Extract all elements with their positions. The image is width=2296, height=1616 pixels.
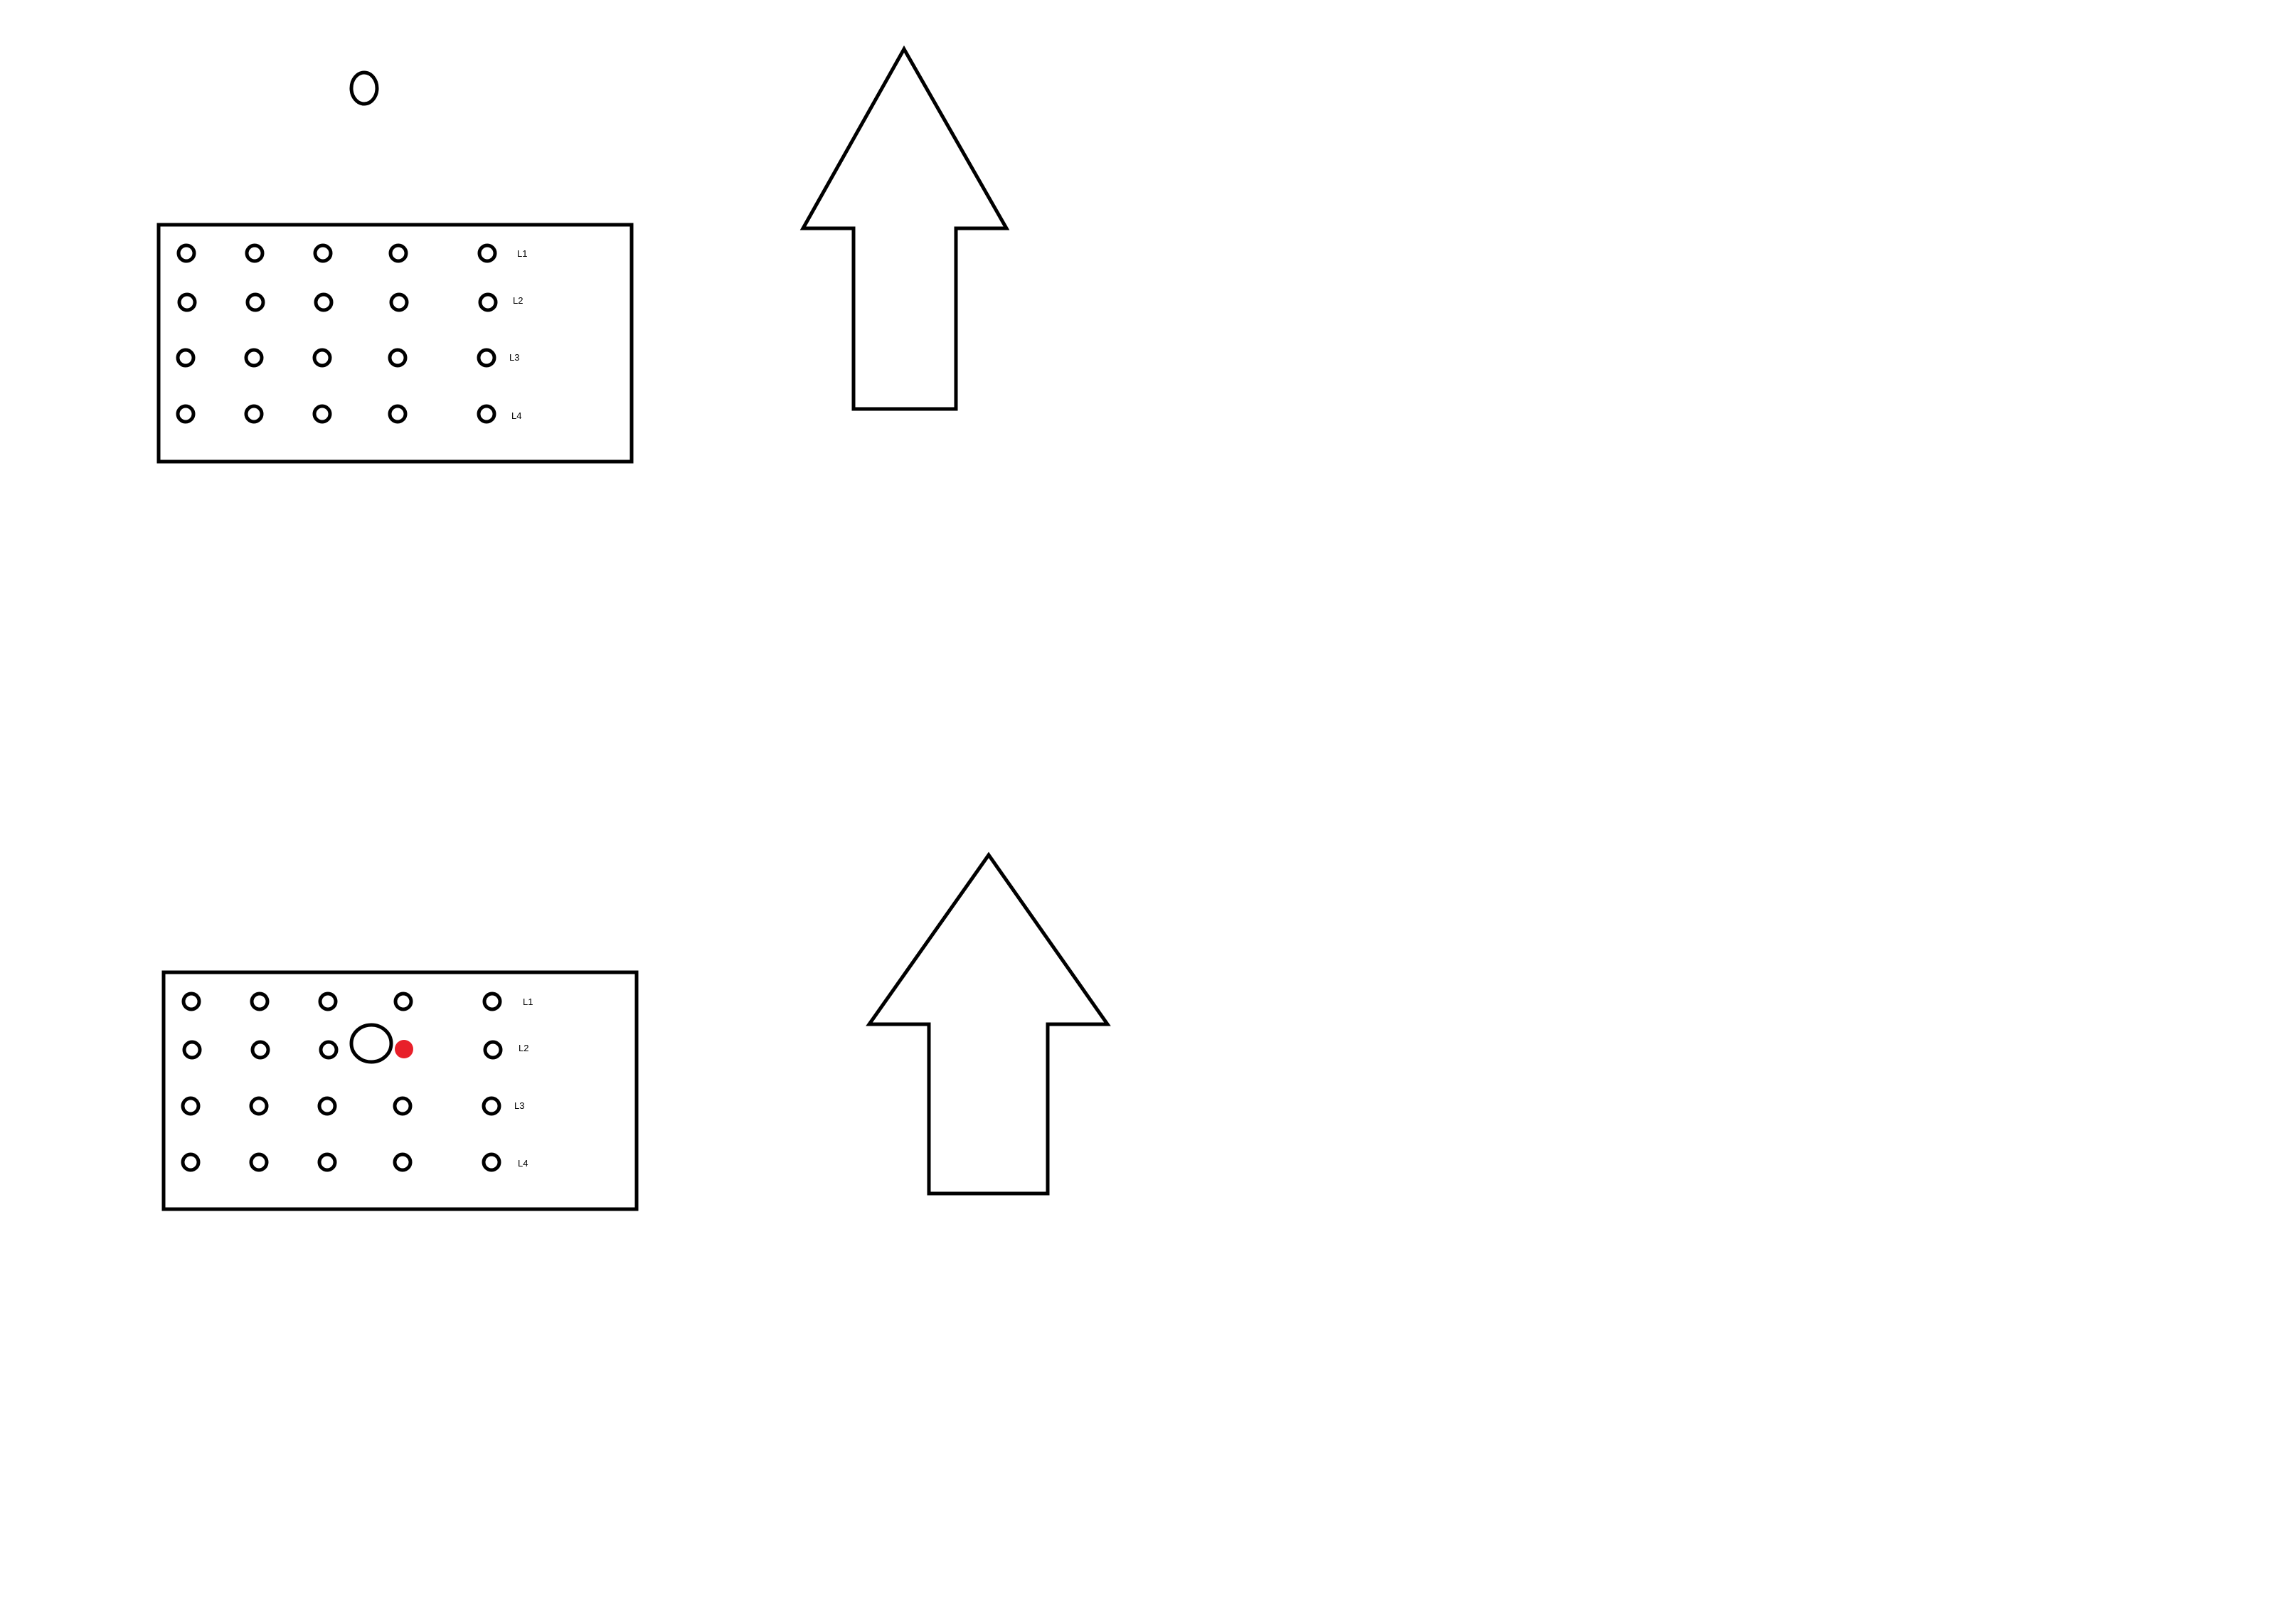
- panel-bottom: L1 L2 L3 L4: [161, 851, 1111, 1211]
- board-bottom: [161, 970, 639, 1211]
- row-label-bottom-l2: L2: [519, 1043, 528, 1053]
- bottom-hole-r3-c1: [181, 1096, 201, 1116]
- bottom-hole-r3-c3: [317, 1096, 337, 1116]
- top-hole-r1-c1: [176, 243, 196, 263]
- top-hole-r3-c5: [477, 348, 496, 368]
- board-top: [156, 223, 634, 464]
- top-hole-r1-c4: [388, 243, 408, 263]
- row-label-top-l3: L3: [509, 352, 519, 363]
- row-label-top-l1: L1: [517, 248, 527, 259]
- bottom-hole-r1-c1: [181, 992, 201, 1011]
- red-marker-dot: [395, 1040, 413, 1058]
- bottom-hole-r2-c2: [250, 1040, 270, 1060]
- bottom-hole-r1-c3: [318, 992, 338, 1011]
- hole-grid-bottom: [181, 992, 503, 1172]
- top-hole-r3-c2: [244, 348, 264, 368]
- bottom-hole-r2-c3: [319, 1040, 339, 1060]
- top-hole-r4-c1: [176, 404, 196, 424]
- top-hole-r2-c2: [245, 292, 265, 312]
- row-label-bottom-l3: L3: [514, 1100, 524, 1111]
- up-arrow-top: [799, 45, 1010, 411]
- bottom-hole-r1-c4: [393, 992, 413, 1011]
- top-hole-r4-c5: [477, 404, 496, 424]
- bottom-hole-r3-c2: [249, 1096, 269, 1116]
- hole-grid-top: [176, 243, 498, 424]
- top-hole-r4-c4: [388, 404, 408, 424]
- top-hole-r2-c5: [478, 292, 498, 312]
- floating-hole: [349, 70, 379, 106]
- up-arrow-bottom: [866, 851, 1111, 1196]
- bottom-hole-r2-c1: [182, 1040, 202, 1060]
- bottom-hole-r3-c4: [393, 1096, 413, 1116]
- bottom-hole-r1-c2: [250, 992, 270, 1011]
- bottom-hole-r4-c2: [249, 1152, 269, 1172]
- bottom-hole-r3-c5: [482, 1096, 501, 1116]
- panel-top: L1 L2 L3 L4: [156, 45, 1010, 464]
- row-label-bottom-l1: L1: [523, 996, 533, 1007]
- top-hole-r4-c2: [244, 404, 264, 424]
- row-label-top-l4: L4: [511, 410, 521, 421]
- row-label-bottom-l4: L4: [518, 1158, 528, 1169]
- top-hole-r2-c3: [314, 292, 334, 312]
- top-hole-r1-c5: [477, 243, 497, 263]
- top-hole-r3-c1: [176, 348, 196, 368]
- bottom-hole-r1-c5: [482, 992, 502, 1011]
- row-label-top-l2: L2: [513, 295, 523, 306]
- top-hole-r1-c2: [245, 243, 265, 263]
- top-hole-r3-c4: [388, 348, 408, 368]
- top-hole-r2-c1: [177, 292, 197, 312]
- bottom-hole-r4-c1: [181, 1152, 201, 1172]
- top-hole-r1-c3: [313, 243, 333, 263]
- bottom-hole-r4-c5: [482, 1152, 501, 1172]
- top-hole-r4-c3: [312, 404, 332, 424]
- bottom-hole-r4-c3: [317, 1152, 337, 1172]
- top-hole-r2-c4: [389, 292, 409, 312]
- bottom-hole-r4-c4: [393, 1152, 413, 1172]
- bottom-hole-r2-c5: [483, 1040, 503, 1060]
- large-hole: [349, 1023, 393, 1064]
- top-hole-r3-c3: [312, 348, 332, 368]
